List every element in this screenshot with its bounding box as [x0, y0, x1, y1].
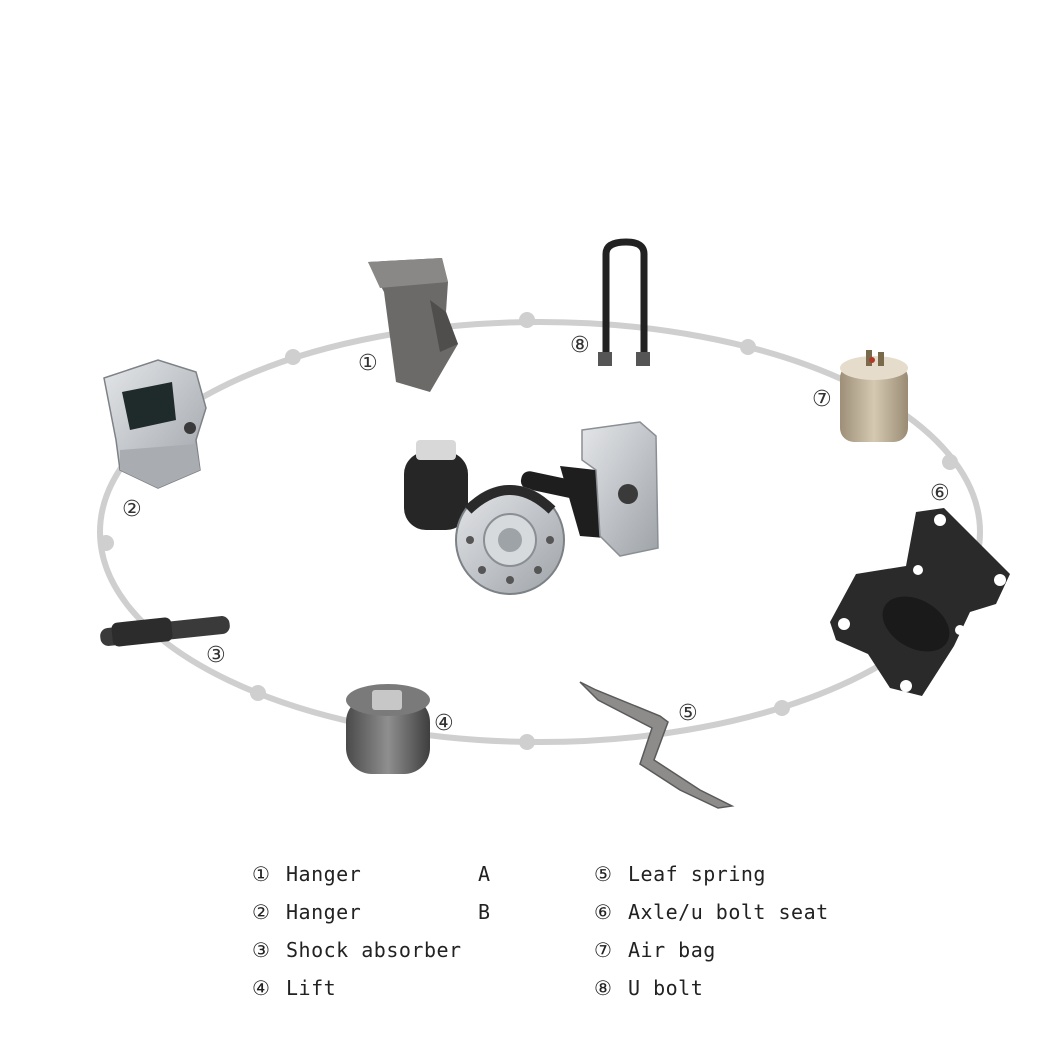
marker-2: ②	[122, 497, 142, 522]
marker-6: ⑥	[930, 481, 950, 506]
u-bolt-part	[598, 238, 650, 366]
marker-7: ⑦	[812, 387, 832, 412]
marker-8: ⑧	[570, 333, 590, 358]
ring-path	[97, 312, 983, 750]
shock-absorber-part	[100, 616, 230, 647]
leaf-spring-part	[579, 681, 735, 809]
marker-1: ①	[358, 351, 378, 376]
lift-part	[346, 684, 430, 774]
axle-u-bolt-seat-part	[830, 508, 1010, 696]
hanger-b-part	[103, 359, 207, 489]
hanger-a-part	[368, 258, 458, 392]
marker-4: ④	[434, 711, 454, 736]
marker-3: ③	[206, 643, 226, 668]
air-bag-part	[840, 350, 908, 442]
suspension-assembly	[404, 421, 659, 595]
marker-5: ⑤	[678, 701, 698, 726]
